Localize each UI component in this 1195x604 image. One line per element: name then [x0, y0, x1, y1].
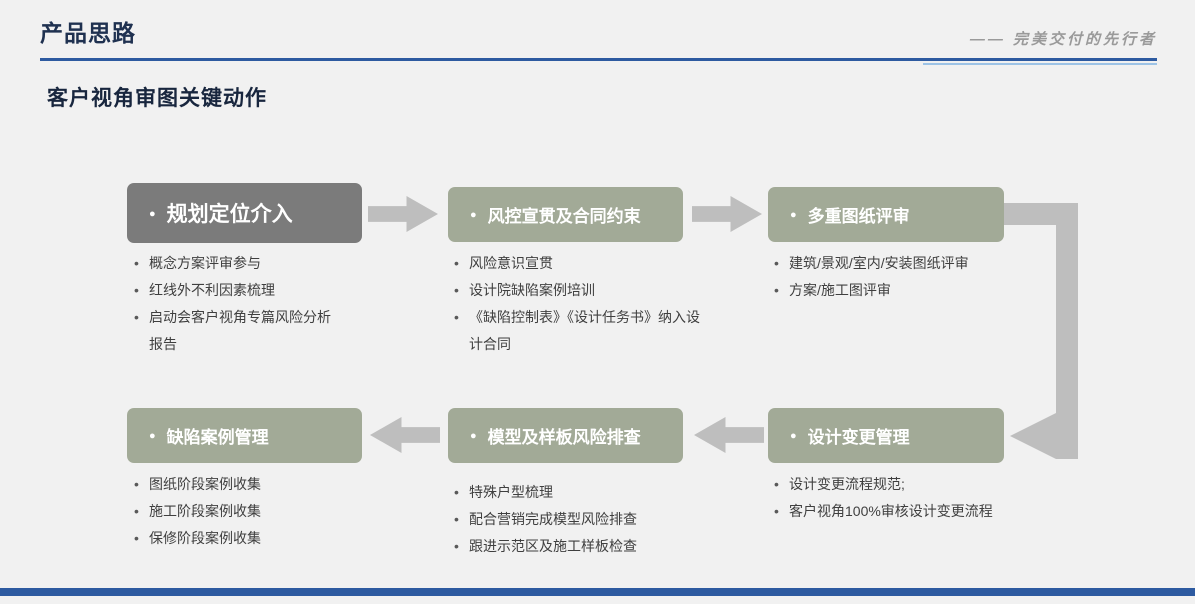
list-item: 风险意识宣贯	[453, 250, 711, 277]
page-title: 产品思路	[40, 20, 136, 46]
bullet-dot-icon: ●	[470, 430, 477, 442]
arrow-right-icon	[692, 196, 762, 232]
list-item: 方案/施工图评审	[773, 277, 1035, 304]
flow-box-model-sample-risk-check: ● 模型及样板风险排查	[448, 408, 683, 463]
flow-box-title: 模型及样板风险排查	[487, 428, 641, 447]
bullet-list-risk-control: 风险意识宣贯 设计院缺陷案例培训 《缺陷控制表》《设计任务书》纳入设计合同	[453, 250, 711, 358]
flow-box-title: 规划定位介入	[166, 203, 293, 226]
bullet-list-drawing-review: 建筑/景观/室内/安装图纸评审 方案/施工图评审	[773, 250, 1035, 304]
flow-box-title: 缺陷案例管理	[166, 428, 269, 447]
bullet-dot-icon: ●	[470, 209, 477, 221]
flow-box-title: 风控宣贯及合同约束	[487, 207, 641, 226]
list-item: 建筑/景观/室内/安装图纸评审	[773, 250, 1035, 277]
list-item: 启动会客户视角专篇风险分析报告	[133, 304, 341, 358]
bullet-dot-icon: ●	[149, 430, 156, 442]
flow-box-risk-control-contract: ● 风控宣贯及合同约束	[448, 187, 683, 242]
list-item: 设计变更流程规范;	[773, 471, 1035, 498]
header-divider-line	[40, 58, 1157, 61]
list-item: 施工阶段案例收集	[133, 498, 363, 525]
bullet-list-model-sample: 特殊户型梳理 配合营销完成模型风险排查 跟进示范区及施工样板检查	[453, 479, 711, 560]
flow-box-multiple-drawing-review: ● 多重图纸评审	[768, 187, 1004, 242]
header-tagline: —— 完美交付的先行者	[969, 31, 1157, 48]
list-item: 概念方案评审参与	[133, 250, 341, 277]
flow-box-title: 设计变更管理	[807, 428, 910, 447]
flow-box-defect-case-management: ● 缺陷案例管理	[127, 408, 362, 463]
bottom-accent-bar	[0, 588, 1195, 596]
arrow-right-icon	[368, 196, 438, 232]
bullet-list-design-change: 设计变更流程规范; 客户视角100%审核设计变更流程	[773, 471, 1035, 525]
list-item: 《缺陷控制表》《设计任务书》纳入设计合同	[453, 304, 711, 358]
list-item: 设计院缺陷案例培训	[453, 277, 711, 304]
flow-box-planning-positioning: ● 规划定位介入	[127, 183, 362, 243]
list-item: 保修阶段案例收集	[133, 525, 363, 552]
list-item: 图纸阶段案例收集	[133, 471, 363, 498]
flow-box-design-change-management: ● 设计变更管理	[768, 408, 1004, 463]
bullet-list-planning: 概念方案评审参与 红线外不利因素梳理 启动会客户视角专篇风险分析报告	[133, 250, 341, 358]
elbow-connector-vertical	[1056, 203, 1078, 459]
list-item: 配合营销完成模型风险排查	[453, 506, 711, 533]
list-item: 特殊户型梳理	[453, 479, 711, 506]
header-divider-line-light	[923, 63, 1157, 65]
elbow-connector-arrowhead-icon	[1010, 413, 1056, 459]
list-item: 跟进示范区及施工样板检查	[453, 533, 711, 560]
bullet-dot-icon: ●	[149, 207, 156, 220]
bullet-dot-icon: ●	[790, 430, 797, 442]
arrow-left-icon	[370, 417, 440, 453]
flow-box-title: 多重图纸评审	[807, 207, 910, 226]
list-item: 红线外不利因素梳理	[133, 277, 341, 304]
bullet-dot-icon: ●	[790, 209, 797, 221]
arrow-left-icon	[694, 417, 764, 453]
list-item: 客户视角100%审核设计变更流程	[773, 498, 1035, 525]
bullet-list-defect-case: 图纸阶段案例收集 施工阶段案例收集 保修阶段案例收集	[133, 471, 363, 552]
section-title: 客户视角审图关键动作	[47, 87, 267, 110]
